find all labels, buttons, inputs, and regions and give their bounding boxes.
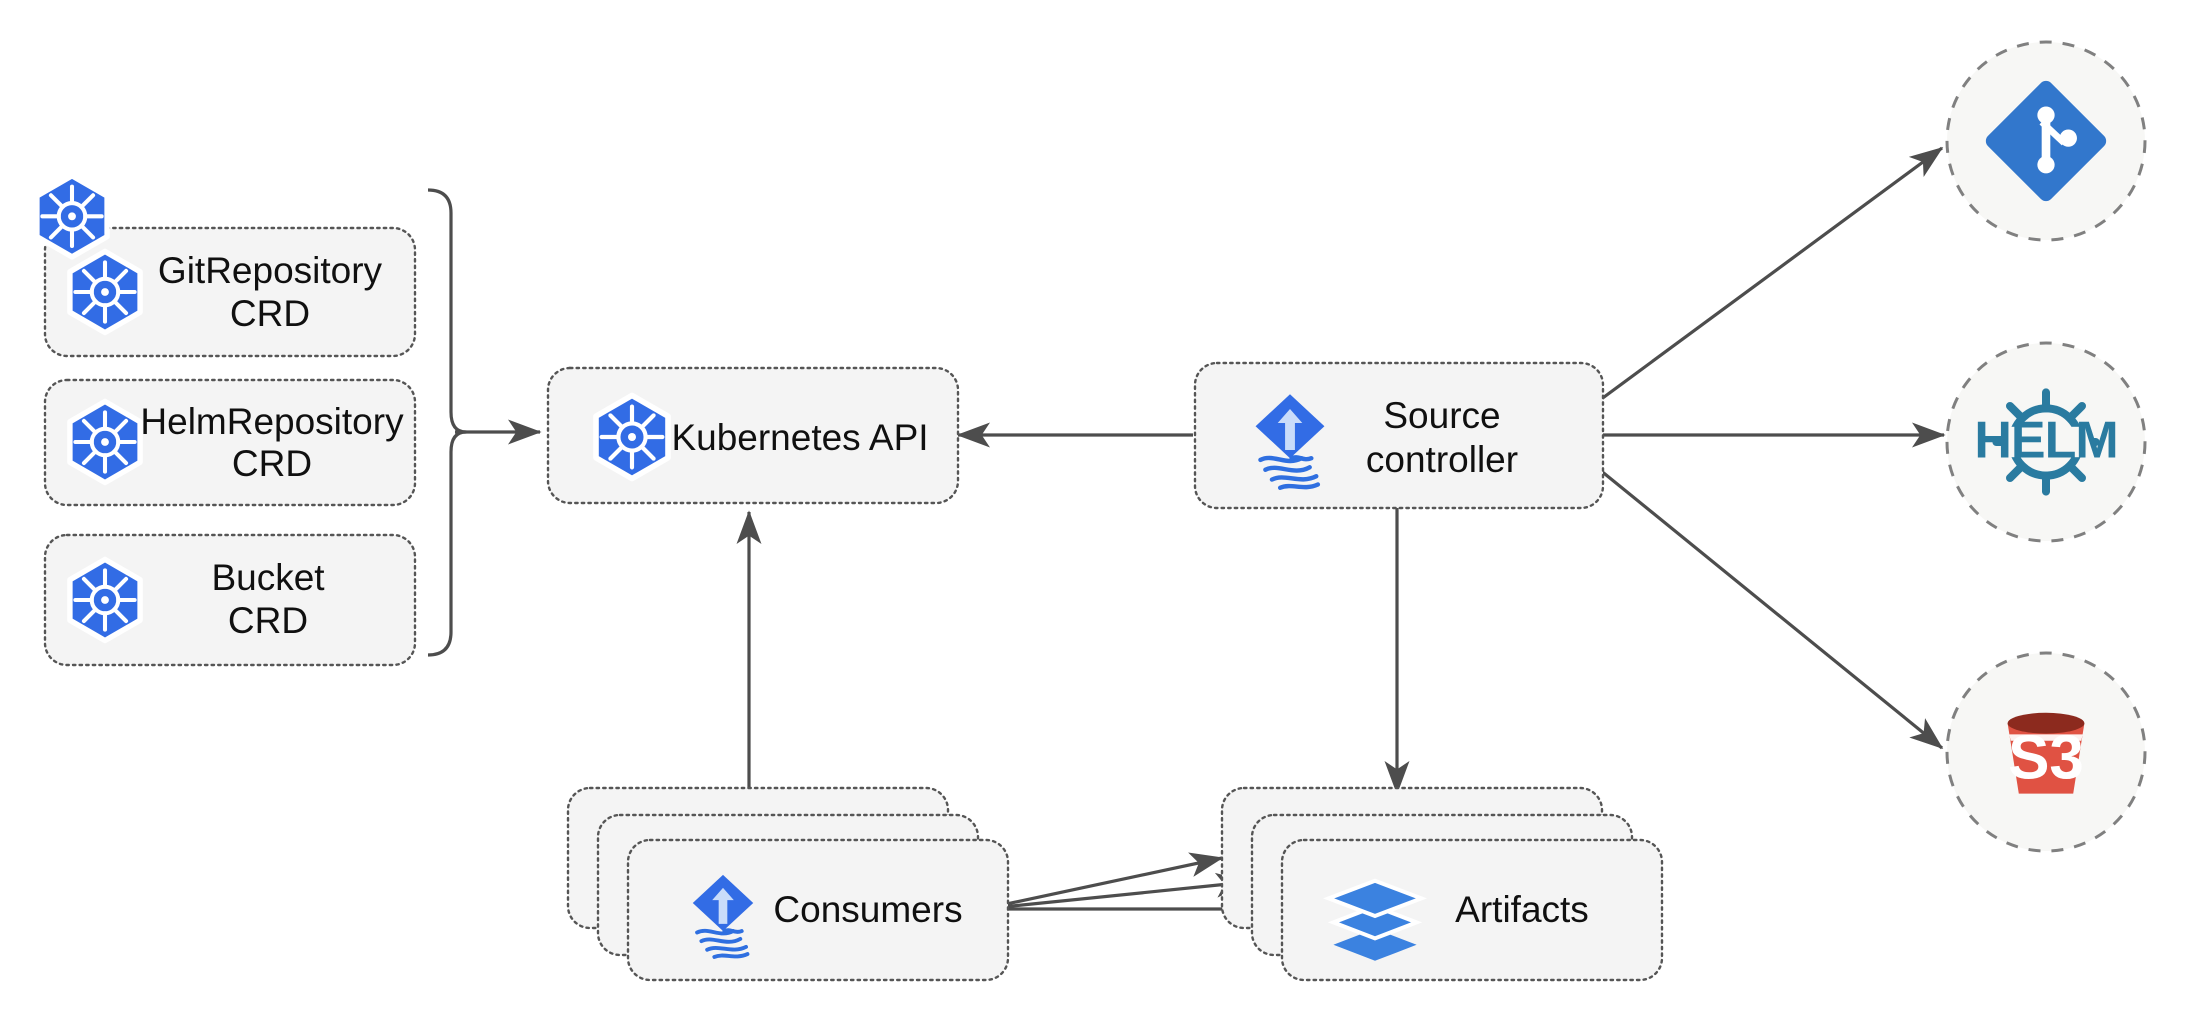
edge-source-controller-to-git	[1599, 146, 1944, 402]
crd-node-bucket[interactable]: Bucket CRD	[43, 533, 417, 667]
source-node-helm[interactable]: HELM	[1945, 341, 2147, 543]
crd-label-helmrepository-name: HelmRepository	[140, 401, 404, 442]
node-kubernetes-api[interactable]: Kubernetes API	[546, 366, 960, 505]
node-label-source-controller-line2: controller	[1366, 439, 1518, 480]
node-label-consumers: Consumers	[773, 889, 962, 930]
node-source-controller[interactable]: Source controller	[1193, 361, 1605, 510]
edge-consumers-to-artifacts-2	[982, 872, 1250, 911]
crd-group-bracket	[427, 188, 468, 657]
crd-group: GitRepository CRD HelmRepository CRD Buc…	[37, 176, 417, 667]
crd-label-bucket-name: Bucket	[211, 557, 325, 598]
s3-label: S3	[2008, 723, 2084, 792]
helm-label: HELM	[1974, 412, 2117, 470]
crd-label-gitrepository-kind: CRD	[230, 293, 310, 334]
edge-consumers-to-artifacts-1	[982, 852, 1224, 911]
kubernetes-icon	[596, 395, 668, 478]
crd-node-gitrepository[interactable]: GitRepository CRD	[37, 176, 417, 358]
crd-label-gitrepository-name: GitRepository	[158, 250, 383, 291]
crd-label-bucket-kind: CRD	[228, 600, 308, 641]
node-label-artifacts: Artifacts	[1455, 889, 1589, 930]
node-label-source-controller-line1: Source	[1383, 395, 1500, 436]
crd-node-helmrepository[interactable]: HelmRepository CRD	[43, 378, 417, 507]
crd-label-helmrepository-kind: CRD	[232, 443, 312, 484]
source-node-git[interactable]	[1945, 40, 2147, 242]
node-consumers[interactable]: Consumers	[566, 786, 1010, 982]
node-label-kubernetes-api: Kubernetes API	[671, 417, 928, 458]
edge-source-controller-to-s3	[1598, 468, 1944, 750]
source-node-s3[interactable]: S3	[1945, 651, 2147, 853]
node-artifacts[interactable]: Artifacts	[1220, 786, 1664, 982]
